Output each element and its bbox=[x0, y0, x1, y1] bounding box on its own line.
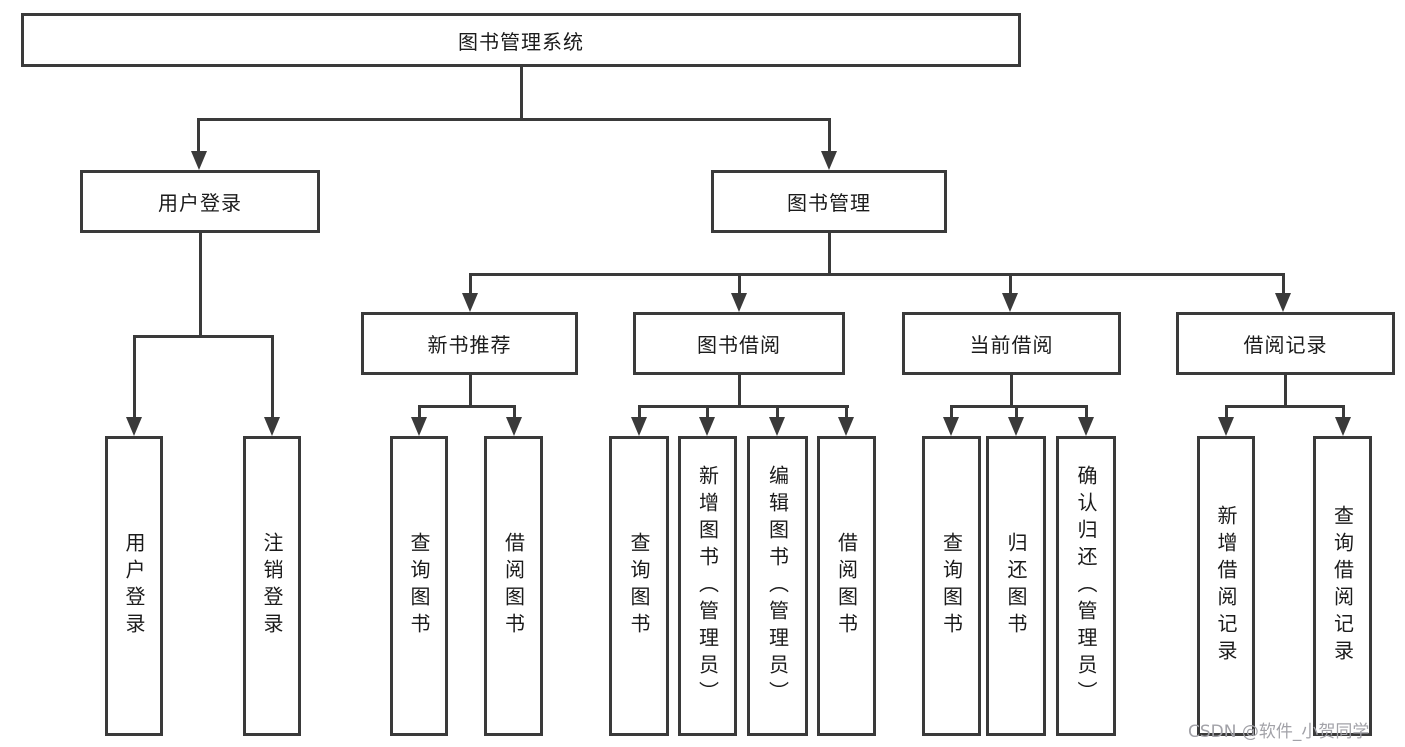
arrow-down-icon bbox=[1002, 293, 1018, 312]
arrow-down-icon bbox=[631, 417, 647, 436]
leaf-recommend-query-books: 查询图书 bbox=[390, 436, 448, 736]
leaf-current-query-books: 查询图书 bbox=[922, 436, 981, 736]
arrow-down-icon bbox=[943, 417, 959, 436]
connector-line bbox=[469, 375, 472, 405]
leaf-records-add-record: 新增借阅记录 bbox=[1197, 436, 1255, 736]
connector-line bbox=[738, 273, 741, 295]
leaf-current-confirm-return-admin: 确认归还（管理员） bbox=[1056, 436, 1116, 736]
node-borrowing-records: 借阅记录 bbox=[1176, 312, 1395, 375]
node-label: 图书借阅 bbox=[697, 333, 781, 357]
node-label: 查询借阅记录 bbox=[1330, 505, 1355, 667]
node-current-borrowing: 当前借阅 bbox=[902, 312, 1121, 375]
connector-line bbox=[199, 233, 202, 335]
connector-line bbox=[1225, 405, 1228, 419]
connector-line bbox=[738, 375, 741, 405]
arrow-down-icon bbox=[769, 417, 785, 436]
connector-line bbox=[1085, 405, 1088, 419]
leaf-user-login: 用户登录 bbox=[105, 436, 163, 736]
connector-line bbox=[638, 405, 641, 419]
arrow-down-icon bbox=[1335, 417, 1351, 436]
connector-line bbox=[1009, 273, 1012, 295]
connector-line bbox=[469, 273, 1285, 276]
node-label: 当前借阅 bbox=[969, 333, 1054, 357]
arrow-down-icon bbox=[191, 151, 207, 170]
arrow-down-icon bbox=[821, 151, 837, 170]
arrow-down-icon bbox=[1218, 417, 1234, 436]
leaf-borrowing-add-books-admin: 新增图书（管理员） bbox=[678, 436, 737, 736]
node-label: 新增借阅记录 bbox=[1214, 505, 1238, 667]
node-label: 确认归还（管理员） bbox=[1074, 464, 1098, 708]
leaf-logout: 注销登录 bbox=[243, 436, 301, 736]
node-label: 编辑图书（管理员） bbox=[765, 464, 790, 708]
node-book-management: 图书管理 bbox=[711, 170, 947, 233]
connector-line bbox=[469, 273, 472, 295]
connector-line bbox=[197, 118, 200, 152]
connector-line bbox=[828, 233, 831, 273]
arrow-down-icon bbox=[1275, 293, 1291, 312]
arrow-down-icon bbox=[1008, 417, 1024, 436]
node-label: 查询图书 bbox=[627, 532, 651, 640]
connector-line bbox=[133, 335, 274, 338]
connector-line bbox=[1342, 405, 1345, 419]
connector-line bbox=[828, 118, 831, 152]
leaf-borrowing-edit-books-admin: 编辑图书（管理员） bbox=[747, 436, 808, 736]
node-label: 用户登录 bbox=[122, 532, 146, 640]
connector-line bbox=[271, 335, 274, 419]
connector-line bbox=[1010, 375, 1013, 405]
node-label: 借阅记录 bbox=[1243, 333, 1328, 357]
leaf-recommend-borrow-books: 借阅图书 bbox=[484, 436, 543, 736]
node-label: 用户登录 bbox=[158, 191, 242, 215]
leaf-current-return-books: 归还图书 bbox=[986, 436, 1046, 736]
node-label: 归还图书 bbox=[1004, 532, 1028, 640]
node-label: 借阅图书 bbox=[834, 532, 859, 640]
node-label: 查询图书 bbox=[939, 532, 964, 640]
connector-line bbox=[776, 405, 779, 419]
connector-line bbox=[845, 405, 848, 419]
node-label: 图书管理 bbox=[787, 191, 871, 215]
connector-line bbox=[706, 405, 709, 419]
connector-line bbox=[198, 118, 831, 121]
arrow-down-icon bbox=[1078, 417, 1094, 436]
leaf-borrowing-borrow-books: 借阅图书 bbox=[817, 436, 876, 736]
node-label: 新增图书（管理员） bbox=[695, 464, 720, 708]
connector-line bbox=[520, 67, 523, 118]
connector-line bbox=[133, 335, 136, 419]
csdn-watermark: CSDN @软件_小贺同学 bbox=[1188, 722, 1370, 742]
arrow-down-icon bbox=[126, 417, 142, 436]
connector-line bbox=[513, 405, 516, 419]
leaf-borrowing-query-books: 查询图书 bbox=[609, 436, 669, 736]
connector-line bbox=[950, 405, 1088, 408]
node-label: 图书管理系统 bbox=[458, 29, 584, 54]
node-label: 新书推荐 bbox=[427, 333, 512, 357]
leaf-records-query-record: 查询借阅记录 bbox=[1313, 436, 1372, 736]
node-book-borrowing: 图书借阅 bbox=[633, 312, 845, 375]
arrow-down-icon bbox=[411, 417, 427, 436]
node-label: 注销登录 bbox=[260, 532, 284, 640]
connector-line bbox=[638, 405, 849, 408]
connector-line bbox=[1284, 375, 1287, 405]
node-new-book-recommend: 新书推荐 bbox=[361, 312, 578, 375]
arrow-down-icon bbox=[264, 417, 280, 436]
node-label: 查询图书 bbox=[407, 532, 431, 640]
connector-line bbox=[1015, 405, 1018, 419]
connector-line bbox=[1282, 273, 1285, 295]
connector-line bbox=[418, 405, 421, 419]
node-label: 借阅图书 bbox=[501, 532, 526, 640]
arrow-down-icon bbox=[699, 417, 715, 436]
arrow-down-icon bbox=[731, 293, 747, 312]
arrow-down-icon bbox=[462, 293, 478, 312]
connector-line bbox=[1225, 405, 1345, 408]
connector-line bbox=[950, 405, 953, 419]
connector-line bbox=[418, 405, 516, 408]
arrow-down-icon bbox=[838, 417, 854, 436]
node-user-login-group: 用户登录 bbox=[80, 170, 320, 233]
arrow-down-icon bbox=[506, 417, 522, 436]
node-system-root: 图书管理系统 bbox=[21, 13, 1021, 67]
